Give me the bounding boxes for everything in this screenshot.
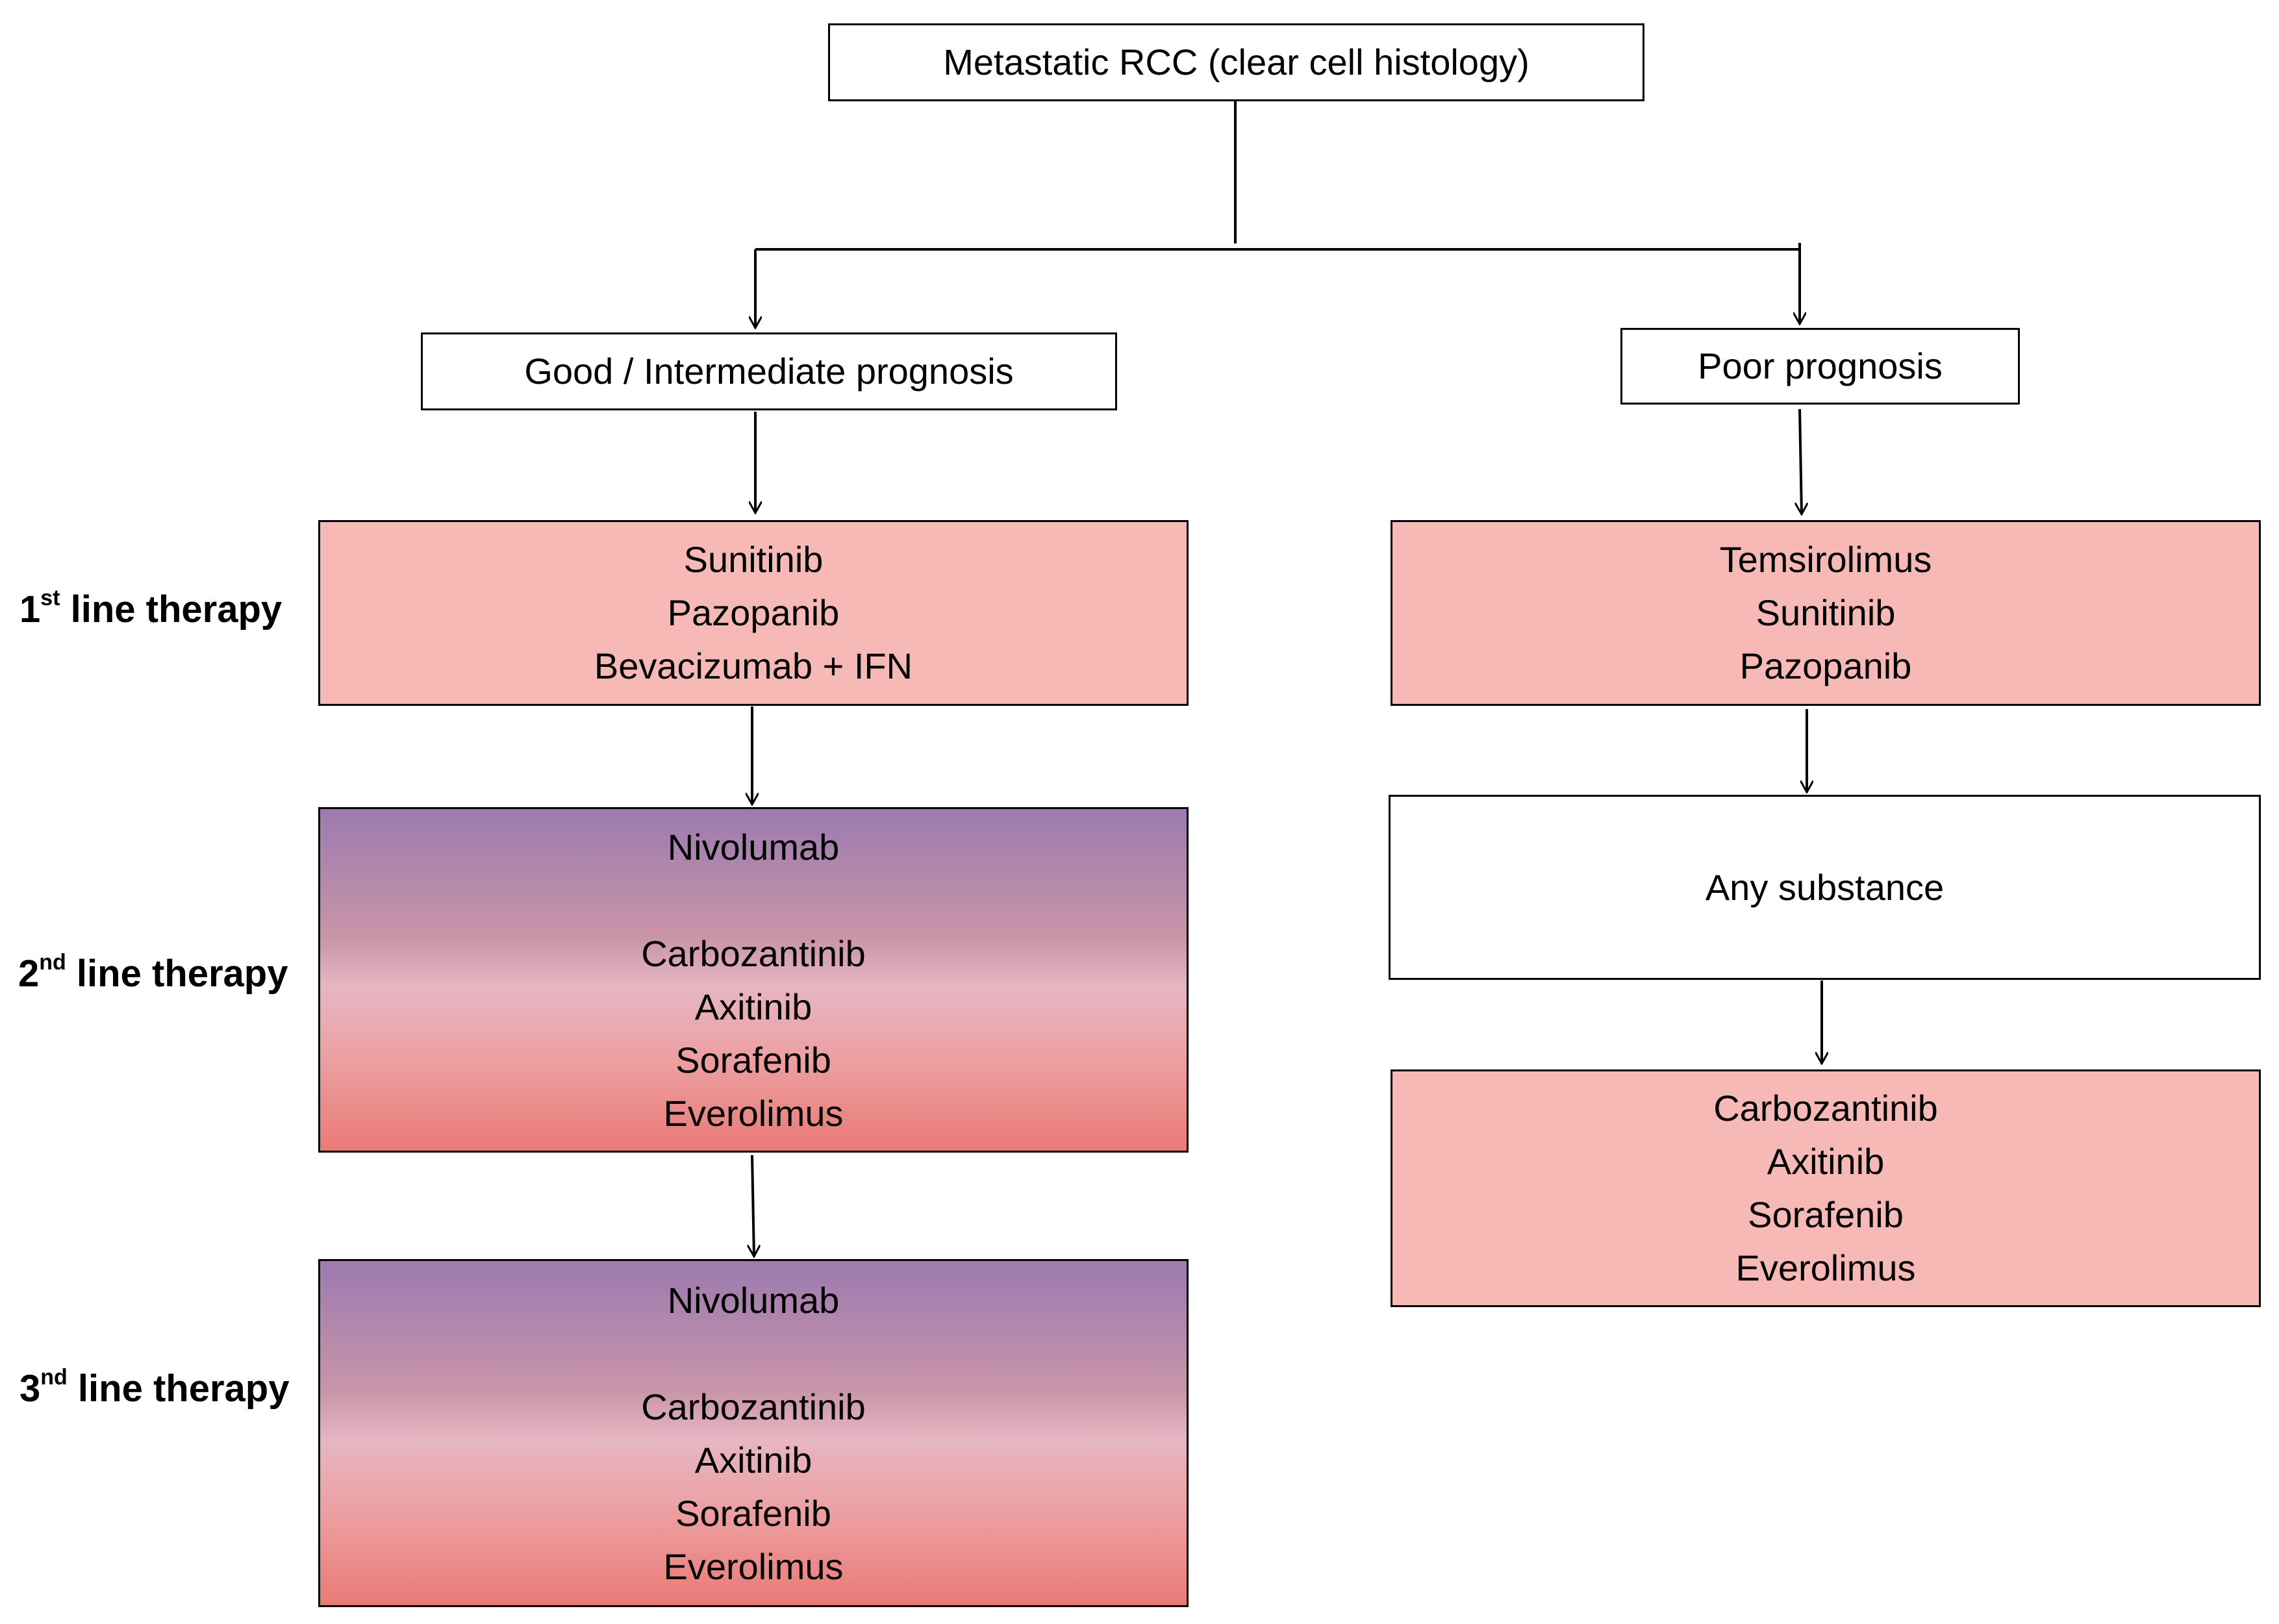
drug-item: Sorafenib [675,1493,831,1534]
drug-item: Everolimus [663,1093,844,1134]
arrow-good-second-to-third [752,1155,754,1256]
drug-item: Bevacizumab + IFN [594,645,913,686]
drug-item: Sunitinib [683,539,824,580]
poor-first-line-box: Temsirolimus Sunitinib Pazopanib [1391,520,2261,706]
poor-second-line-box: Any substance [1389,795,2261,980]
poor-prognosis-node: Poor prognosis [1620,328,2020,405]
drug-item: Carbozantinib [1713,1088,1938,1129]
root-node: Metastatic RCC (clear cell histology) [828,23,1644,101]
arrow-poor-to-first [1800,408,1802,514]
drug-item: Everolimus [1735,1247,1916,1288]
drug-item: Axitinib [694,986,812,1027]
drug-item: Axitinib [1767,1141,1885,1182]
good-first-line-box: Sunitinib Pazopanib Bevacizumab + IFN [318,520,1189,706]
drug-item: Sorafenib [1748,1194,1904,1235]
drug-item: Axitinib [694,1440,812,1480]
drug-item: Nivolumab [667,1280,840,1321]
poor-third-line-box: Carbozantinib Axitinib Sorafenib Everoli… [1391,1069,2261,1307]
drug-item: Pazopanib [1739,645,1912,686]
good-intermediate-prognosis-node: Good / Intermediate prognosis [421,332,1117,410]
drug-item: Carbozantinib [641,1386,866,1427]
second-line-label: 2nd line therapy [18,950,288,995]
drug-item: Any substance [1705,866,1945,908]
first-line-label: 1st line therapy [19,586,283,631]
drug-item: Temsirolimus [1719,539,1932,580]
drug-item: Sorafenib [675,1040,831,1081]
drug-item: Sunitinib [1756,592,1896,633]
third-line-label: 3nd line therapy [19,1365,290,1410]
drug-item: Nivolumab [667,827,840,868]
drug-item: Pazopanib [667,592,840,633]
drug-item: Carbozantinib [641,933,866,974]
good-second-line-box: Nivolumab Carbozantinib Axitinib Sorafen… [318,807,1189,1153]
drug-item: Everolimus [663,1546,844,1587]
good-third-line-box: Nivolumab Carbozantinib Axitinib Sorafen… [318,1259,1189,1607]
